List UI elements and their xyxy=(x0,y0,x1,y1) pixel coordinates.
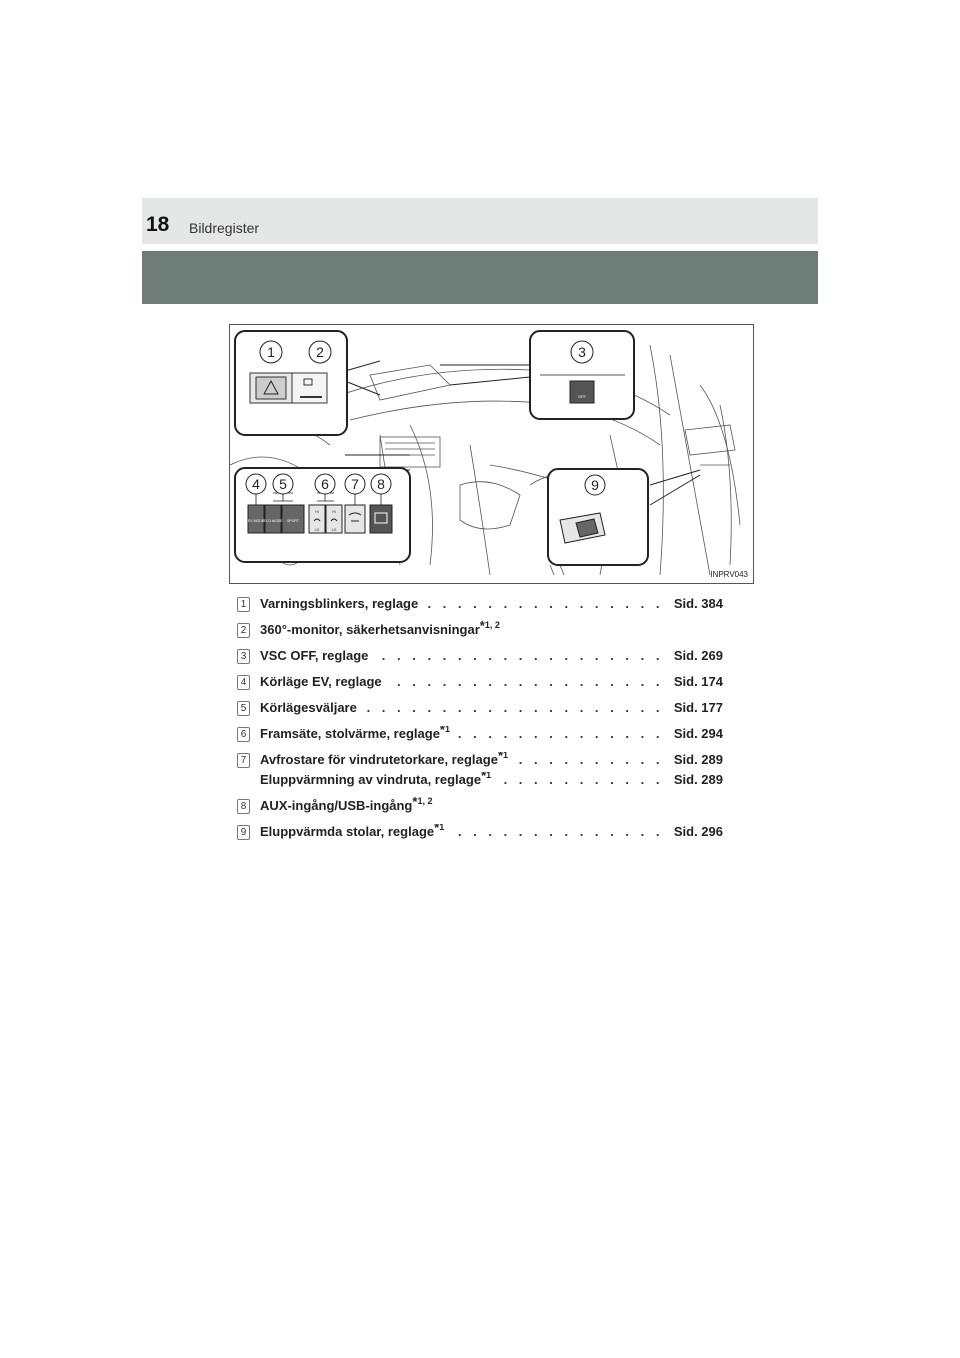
callout-1: 1 xyxy=(259,340,283,364)
list-item-2: 2 360°-monitor, säkerhetsanvisningar*1, … xyxy=(237,618,723,640)
eco-mode-label: ECO MODE xyxy=(263,519,283,523)
callout-6: 6 xyxy=(314,473,336,495)
list-item-7: 7 . . . . . . . . . . . . . . . . . . . … xyxy=(237,752,723,770)
svg-text:5: 5 xyxy=(279,476,287,492)
page-reference[interactable]: Sid. 294 xyxy=(673,726,723,741)
vsc-off-label: OFF xyxy=(578,394,587,399)
page-reference[interactable]: Sid. 289 xyxy=(673,752,723,767)
footnote-ref: *1 xyxy=(434,824,445,835)
item-number: 1 xyxy=(237,597,250,612)
page-reference[interactable]: Sid. 177 xyxy=(673,700,723,715)
svg-text:8: 8 xyxy=(377,476,385,492)
footnote-ref: *1, 2 xyxy=(479,618,500,633)
item-number: 9 xyxy=(237,825,250,840)
seat-heat-right-lo: LO xyxy=(332,528,337,532)
seat-heat-left-hi: HI xyxy=(315,510,319,514)
item-label: Framsäte, stolvärme, reglage xyxy=(260,726,440,741)
list-item-8: 8 AUX-ingång/USB-ingång*1, 2 xyxy=(237,794,723,816)
ev-mode-label: EV MODE xyxy=(248,519,265,523)
list-item-3: 3 . . . . . . . . . . . . . . . . . . . … xyxy=(237,648,723,666)
item-number: 8 xyxy=(237,799,250,814)
callout-7: 7 xyxy=(344,473,366,495)
list-item-9: 9 . . . . . . . . . . . . . . . . . . . … xyxy=(237,824,723,842)
footnote-ref: *1 xyxy=(497,752,509,763)
footnote-ref: *1 xyxy=(439,726,450,737)
section-title: Bildregister xyxy=(189,220,260,236)
seat-heat-right-hi: HI xyxy=(332,510,336,514)
callout-box-1-2 xyxy=(234,330,348,436)
item-label: Avfrostare för vindrutetorkare, reglage xyxy=(260,752,498,767)
page-reference[interactable]: Sid. 384 xyxy=(673,596,723,611)
item-label: Eluppvärmning av vindruta, reglage xyxy=(260,772,482,787)
item-number: 4 xyxy=(237,675,250,690)
page-reference[interactable]: Sid. 269 xyxy=(673,648,723,663)
item-label: 360°-monitor, säkerhetsanvisningar xyxy=(260,622,480,637)
section-banner xyxy=(142,251,818,304)
page-reference[interactable]: Sid. 289 xyxy=(673,772,723,787)
callout-5: 5 xyxy=(272,473,294,495)
item-number: 2 xyxy=(237,623,250,638)
svg-text:9: 9 xyxy=(591,477,599,493)
item-label: VSC OFF, reglage xyxy=(260,648,373,663)
item-label: Körlägesväljare xyxy=(260,700,361,715)
item-number: 5 xyxy=(237,701,250,716)
page-number: 18 xyxy=(146,213,170,236)
list-item-7b: . . . . . . . . . . . . . . . . . . . . … xyxy=(260,772,723,787)
svg-text:7: 7 xyxy=(351,476,359,492)
footnote-ref: *1, 2 xyxy=(412,794,433,809)
sport-label: SPORT xyxy=(287,519,300,523)
footnote-ref: *1 xyxy=(481,772,492,783)
item-number: 3 xyxy=(237,649,250,664)
svg-text:2: 2 xyxy=(316,344,324,360)
callout-box-9 xyxy=(547,468,649,566)
item-label: Körläge EV, reglage xyxy=(260,674,386,689)
page-reference[interactable]: Sid. 174 xyxy=(673,674,723,689)
list-item-5: 5 . . . . . . . . . . . . . . . . . . . … xyxy=(237,700,723,718)
figure-code: INPRV043 xyxy=(710,570,748,579)
page-reference[interactable]: Sid. 296 xyxy=(673,824,723,839)
item-label: Varningsblinkers, reglage xyxy=(260,596,423,611)
list-item-6: 6 . . . . . . . . . . . . . . . . . . . … xyxy=(237,726,723,744)
seat-heat-left-lo: LO xyxy=(315,528,320,532)
svg-text:3: 3 xyxy=(578,344,586,360)
item-label: AUX-ingång/USB-ingång xyxy=(260,798,413,813)
item-number: 7 xyxy=(237,753,250,768)
callout-3: 3 xyxy=(570,340,594,364)
svg-text:1: 1 xyxy=(267,344,275,360)
item-label: Eluppvärmda stolar, reglage xyxy=(260,824,435,839)
callout-4: 4 xyxy=(245,473,267,495)
callout-2: 2 xyxy=(308,340,332,364)
dashboard-drawing: OFF EV MODE ECO MODE SPORT HI LO HI LO xyxy=(230,330,741,576)
page-header-bar xyxy=(142,198,818,244)
svg-text:4: 4 xyxy=(252,476,260,492)
item-number: 6 xyxy=(237,727,250,742)
callout-9: 9 xyxy=(584,474,606,496)
callout-8: 8 xyxy=(370,473,392,495)
callout-box-3: OFF xyxy=(529,330,635,420)
dashboard-illustration: OFF EV MODE ECO MODE SPORT HI LO HI LO xyxy=(229,324,754,584)
list-item-4: 4 . . . . . . . . . . . . . . . . . . . … xyxy=(237,674,723,692)
list-item-1: 1 . . . . . . . . . . . . . . . . . . . … xyxy=(237,596,723,614)
svg-text:6: 6 xyxy=(321,476,329,492)
